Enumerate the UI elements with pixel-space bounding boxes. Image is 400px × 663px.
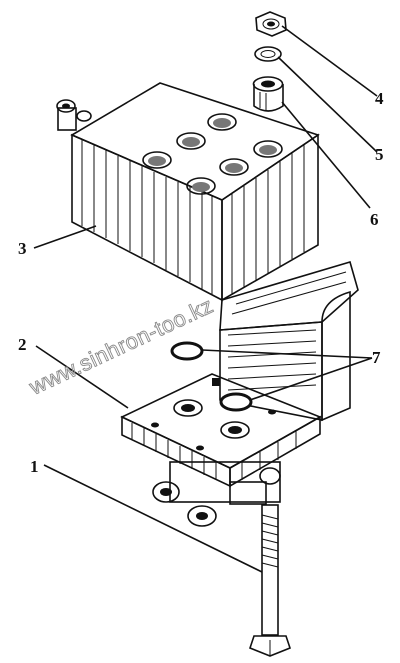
leader-lines — [33, 25, 378, 573]
callout-4: 4 — [375, 89, 384, 108]
bolt — [249, 504, 291, 657]
callout-3: 3 — [18, 239, 27, 258]
hex-nut — [255, 11, 287, 37]
side-fitting — [56, 99, 92, 131]
callout-1: 1 — [30, 457, 39, 476]
callout-5: 5 — [375, 145, 384, 164]
seal-rings — [170, 341, 253, 412]
bushing — [252, 76, 284, 112]
base-plate — [120, 373, 322, 488]
under-plate-fittings — [152, 461, 281, 527]
port-holes — [142, 113, 283, 195]
washer — [254, 46, 282, 62]
distributor-block — [56, 82, 320, 302]
callout-2: 2 — [18, 335, 27, 354]
callout-7: 7 — [372, 348, 381, 367]
callout-6: 6 — [370, 210, 379, 229]
